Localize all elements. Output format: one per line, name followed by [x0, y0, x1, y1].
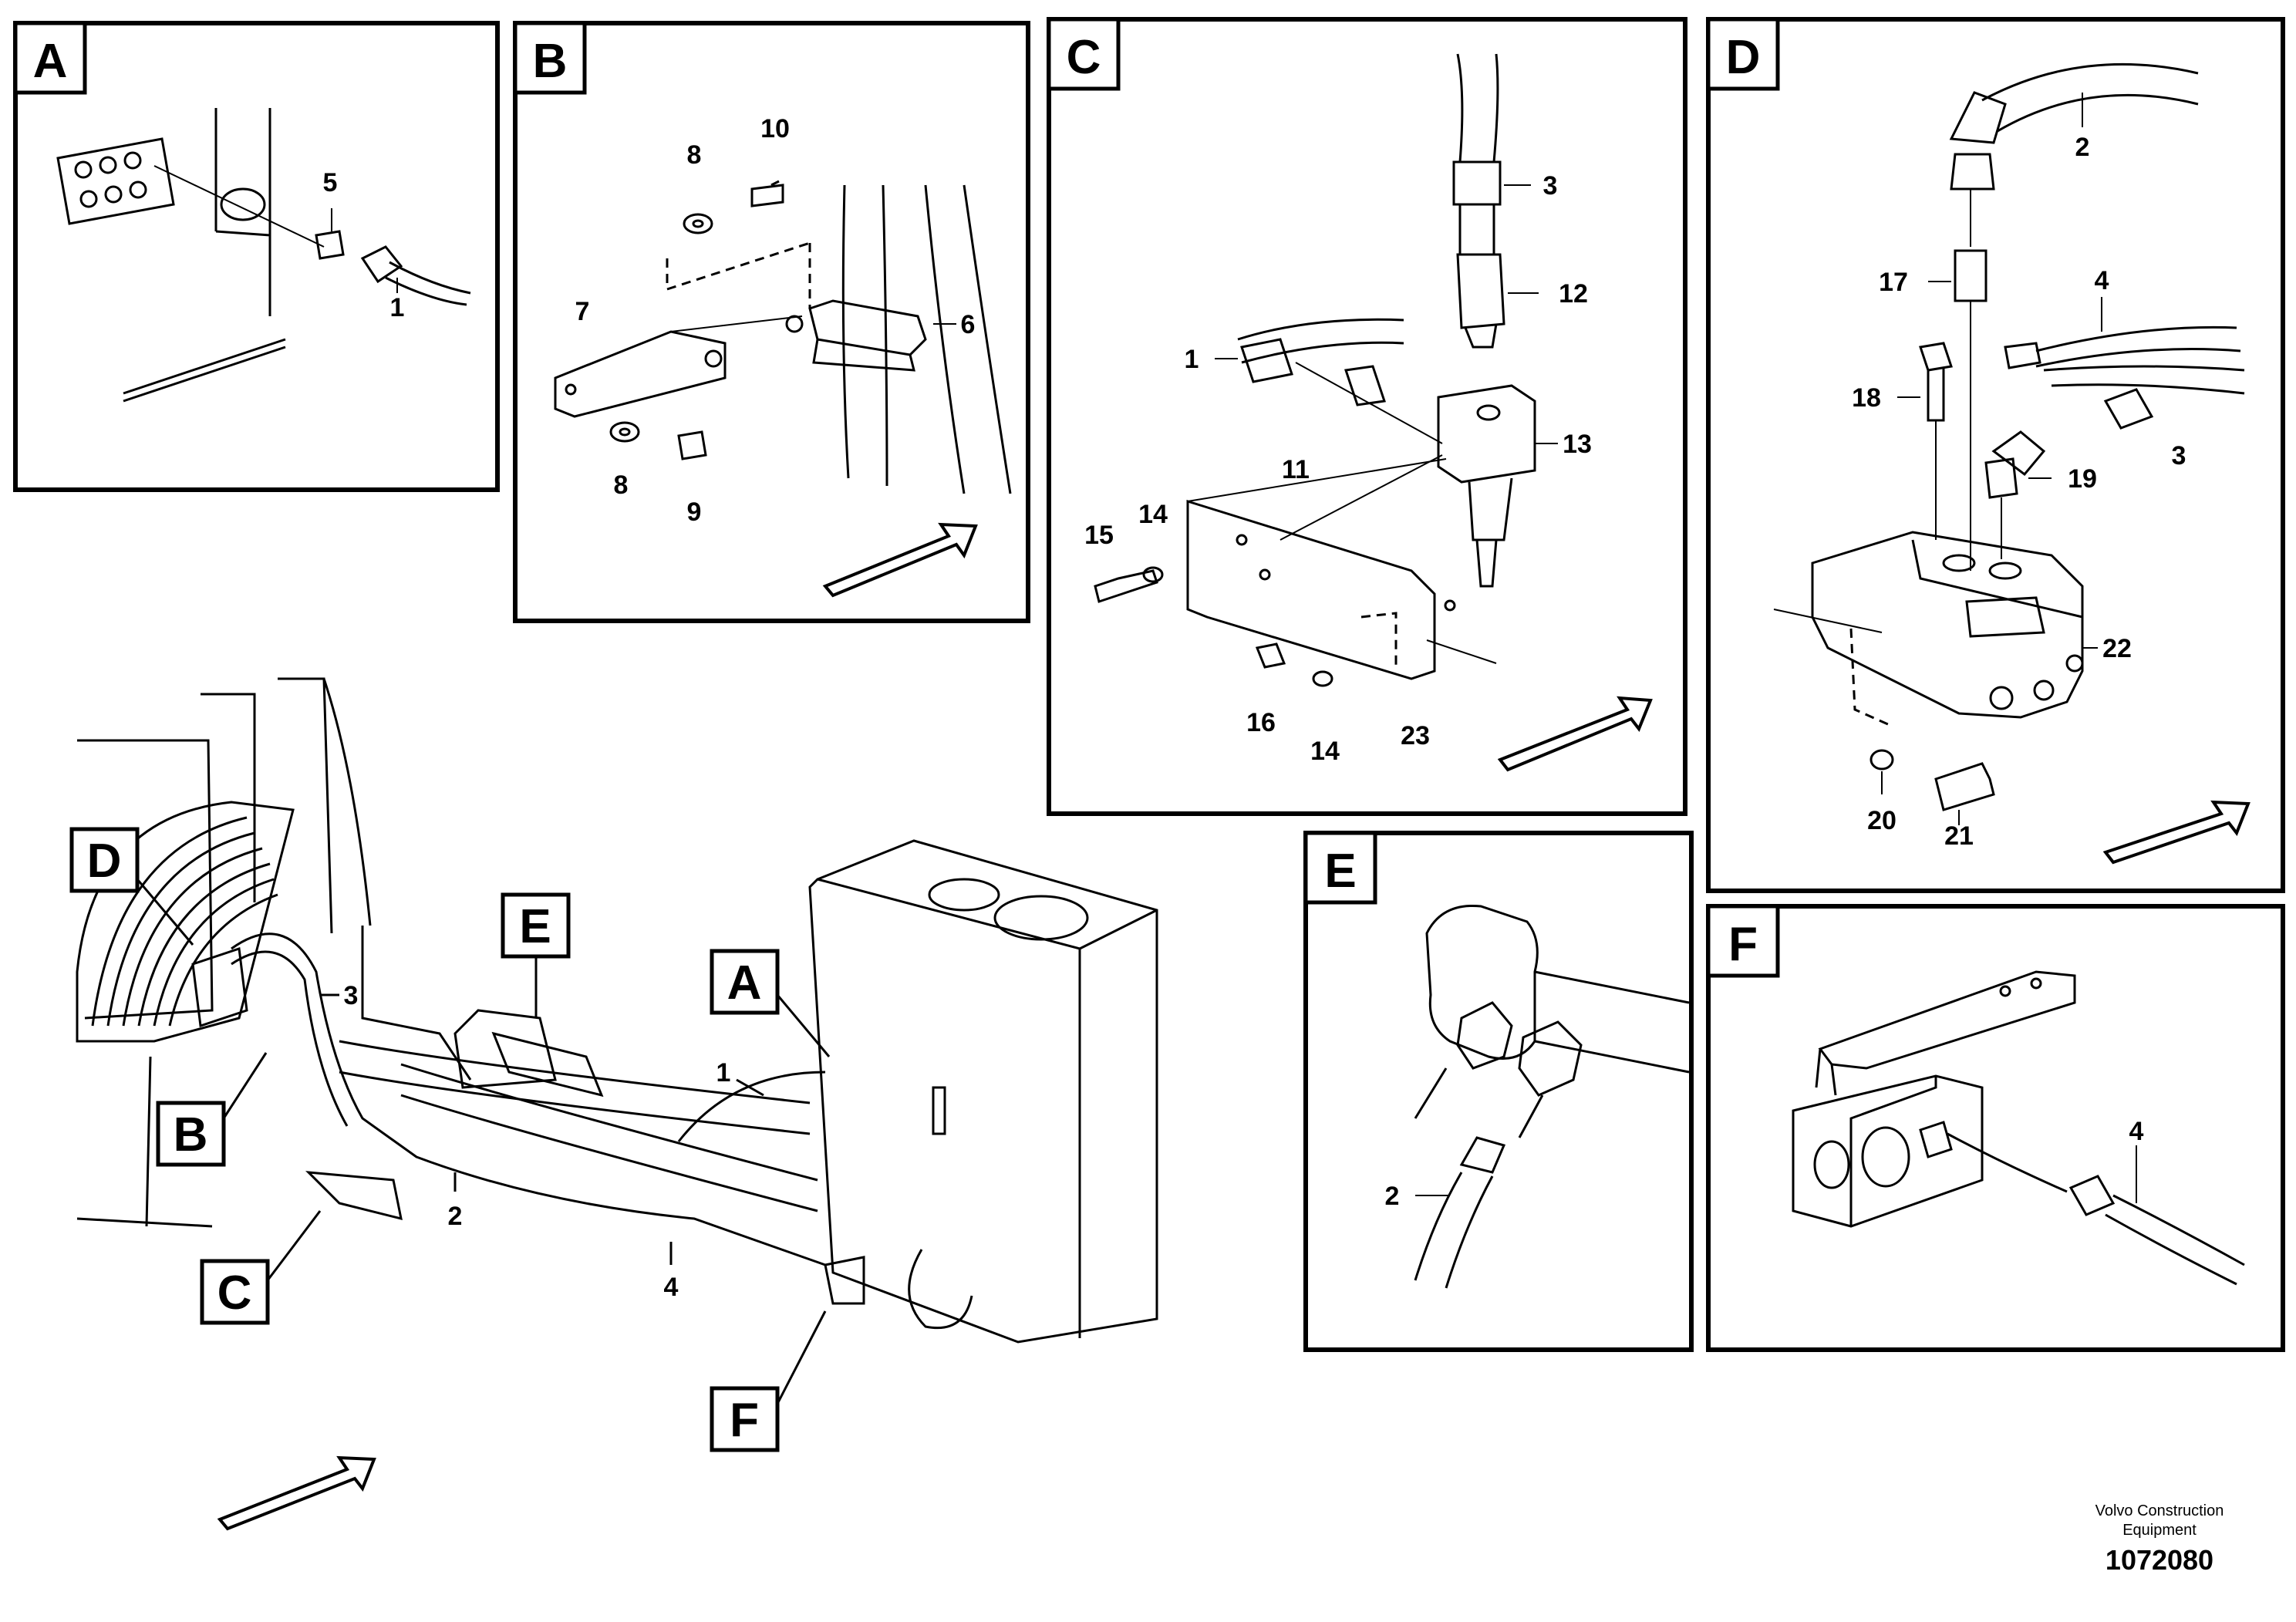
callout-b-10: 10 [760, 114, 790, 143]
panel-a-letter: A [33, 35, 68, 88]
locator-d: D [87, 835, 122, 888]
locator-b: B [174, 1108, 208, 1162]
callout-c-14-bottom: 14 [1310, 737, 1340, 766]
callout-c-23: 23 [1401, 721, 1430, 750]
overview-assembly: D E A B C F 3 1 2 4 [69, 677, 1158, 1531]
panel-f: F 4 [1706, 904, 2285, 1352]
callout-b-9: 9 [687, 497, 702, 527]
panel-d: D [1706, 17, 2285, 893]
callout-b-8-bottom: 8 [614, 470, 629, 500]
footer: Volvo Construction Equipment 1072080 [2095, 1502, 2224, 1576]
callout-d-22: 22 [2102, 634, 2132, 663]
callout-d-21: 21 [1944, 821, 1974, 851]
callout-d-17: 17 [1879, 268, 1908, 297]
panel-a: A 5 1 [13, 21, 500, 492]
callout-b-6: 6 [961, 310, 976, 339]
panel-b-letter: B [533, 35, 568, 88]
panel-f-letter: F [1728, 918, 1758, 971]
panel-c: C [1047, 17, 1687, 816]
locator-f: F [730, 1394, 759, 1447]
callout-overview-2: 2 [448, 1202, 463, 1231]
callout-overview-4: 4 [664, 1273, 679, 1302]
callout-c-13: 13 [1563, 430, 1592, 459]
callout-c-11: 11 [1282, 455, 1310, 484]
company-line-2: Equipment [2122, 1522, 2197, 1539]
callout-a-5: 5 [323, 168, 338, 197]
drawing-number: 1072080 [2106, 1544, 2213, 1576]
callout-f-4: 4 [2129, 1117, 2144, 1146]
callout-c-12: 12 [1559, 279, 1588, 309]
callout-a-1: 1 [390, 293, 405, 322]
callout-c-16: 16 [1246, 708, 1276, 737]
callout-e-2: 2 [1385, 1182, 1400, 1211]
panel-b: B 10 8 7 6 8 9 [513, 21, 1030, 623]
panel-e-letter: E [1324, 845, 1356, 898]
callout-c-15: 15 [1084, 521, 1114, 550]
panel-d-letter: D [1726, 31, 1761, 84]
callout-d-2: 2 [2075, 133, 2090, 162]
callout-c-14-top: 14 [1138, 500, 1168, 529]
callout-d-3: 3 [2172, 441, 2186, 470]
callout-d-19: 19 [2068, 464, 2097, 494]
callout-overview-3: 3 [344, 981, 359, 1010]
callout-b-8-top: 8 [687, 140, 702, 170]
callout-d-18: 18 [1852, 383, 1881, 413]
locator-e: E [519, 900, 551, 953]
panel-c-letter: C [1067, 31, 1101, 84]
panel-e: E 2 [1303, 831, 1694, 1352]
callout-b-7: 7 [575, 297, 590, 326]
locator-c: C [217, 1266, 252, 1320]
direction-arrow [217, 1455, 376, 1531]
callout-d-20: 20 [1867, 806, 1896, 835]
locator-a: A [727, 956, 762, 1010]
callout-c-3: 3 [1543, 171, 1558, 201]
callout-c-1: 1 [1185, 345, 1199, 374]
callout-d-4: 4 [2095, 266, 2109, 295]
company-line-1: Volvo Construction [2095, 1502, 2224, 1519]
callout-overview-1: 1 [716, 1058, 731, 1088]
